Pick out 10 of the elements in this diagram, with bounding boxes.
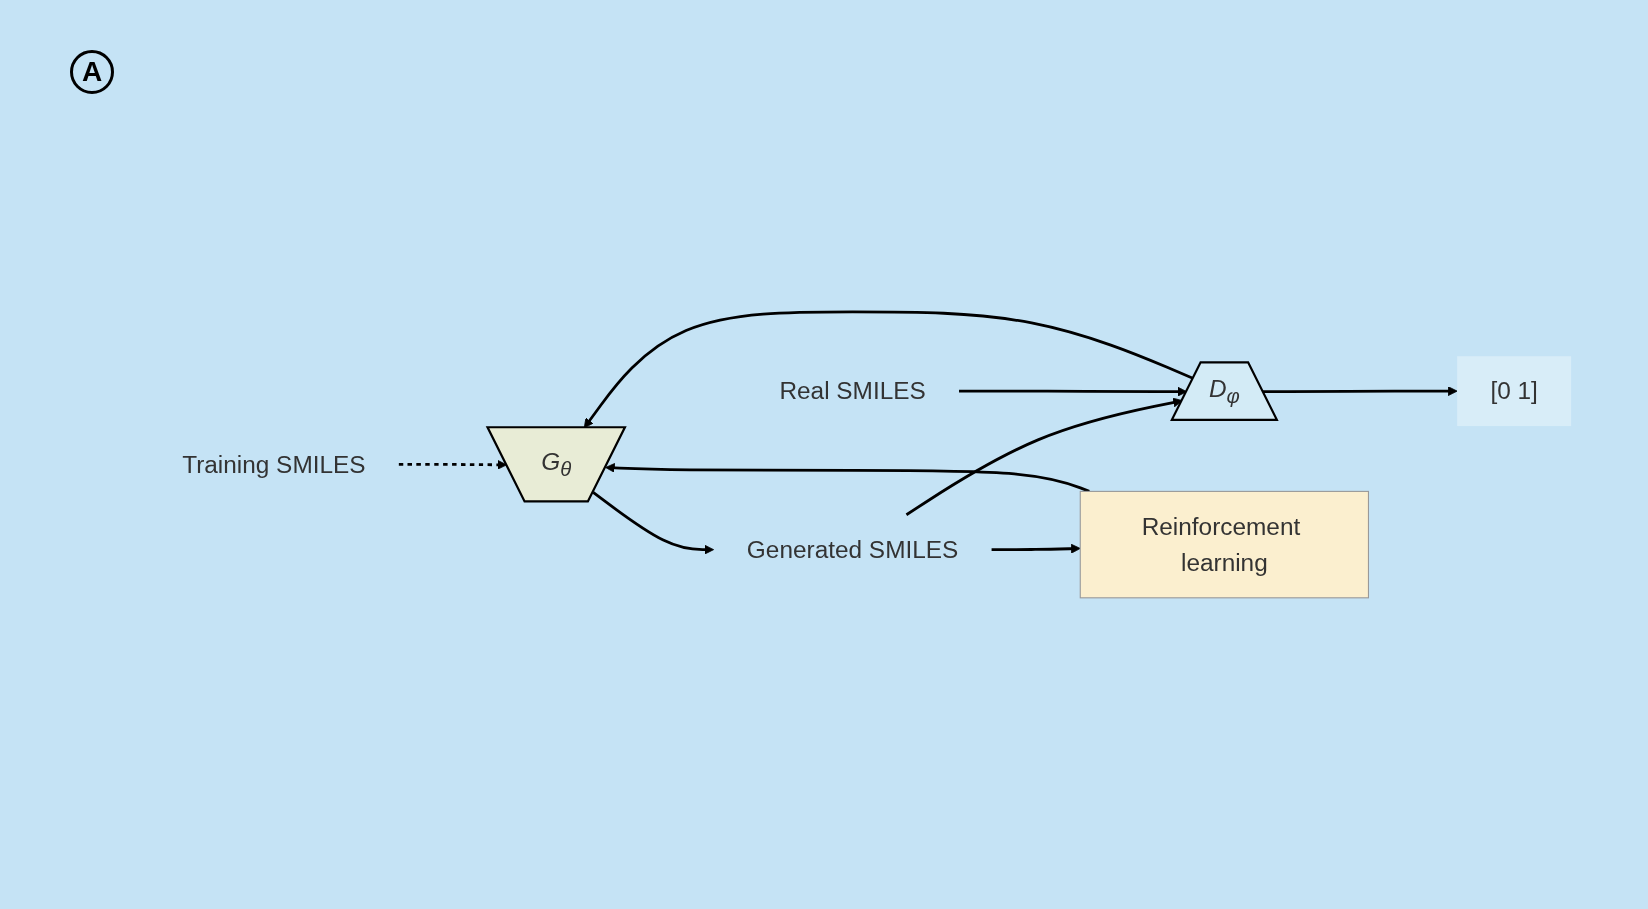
node-text: Generated SMILES [746,535,959,564]
arrow [605,463,1090,493]
node-text: Real SMILES [779,377,926,406]
arrow [1263,386,1458,397]
node-box: [0 1] [1457,356,1572,427]
panel-letter: A [70,50,114,94]
arrow [991,543,1081,554]
arrow [592,491,715,555]
node-box: Reinforcement learning [1079,491,1369,599]
node-text: Training SMILES [182,450,366,479]
